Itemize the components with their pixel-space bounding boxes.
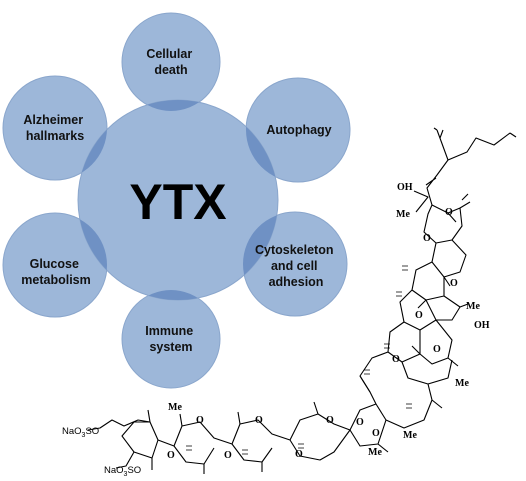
me-label-4: Me [368, 447, 382, 458]
petal-label-immune-system: Immune system [145, 324, 196, 354]
me-label-3: Me [403, 430, 417, 441]
oh-me-carbon [413, 190, 429, 213]
ytx-chemical-structure [87, 127, 517, 474]
me-label-2: Me [455, 378, 469, 389]
me-top-label: Me [396, 209, 410, 220]
o-label-8: O [326, 415, 334, 426]
methyl-ticks [147, 212, 469, 474]
ring-ab [423, 193, 471, 278]
o-label-9: O [295, 449, 303, 460]
oh-top-label: OH [397, 182, 413, 193]
ring-terminal [87, 419, 175, 469]
petal-label-glucose-metabolism: Glucose metabolism [21, 257, 90, 287]
petal-label-autophagy: Autophagy [266, 123, 331, 137]
o-label-12: O [196, 415, 204, 426]
side-chain [425, 129, 511, 206]
ring-g [359, 359, 453, 429]
ring-hi [173, 403, 387, 465]
o-label-6: O [356, 417, 364, 428]
o-label-3: O [415, 310, 423, 321]
o-label-1: O [423, 233, 431, 244]
o-label-5: O [392, 354, 400, 365]
petal-label-cellular-death: Cellular death [146, 47, 195, 77]
sulfate-label-1: NaO3SO [62, 426, 99, 439]
ring-cd [399, 261, 461, 331]
petal-circle-cellular-death [121, 12, 221, 112]
o-label-14: O [445, 207, 453, 218]
me-label-5: Me [168, 402, 182, 413]
oh-right-label: OH [474, 320, 490, 331]
petal-circle-alzheimer [2, 75, 108, 181]
petal-circle-immune-system [121, 289, 221, 389]
o-label-7: O [372, 428, 380, 439]
petal-label-cytoskeleton: Cytoskeleton and cell adhesion [255, 243, 337, 289]
o-label-11: O [224, 450, 232, 461]
petal-label-alzheimer: Alzheimer hallmarks [23, 113, 86, 143]
o-label-2: O [450, 278, 458, 289]
center-label: YTX [129, 174, 226, 230]
me-label-1: Me [466, 301, 480, 312]
structure-labels: OH Me O O Me OH O O O Me O Me O Me O O O… [62, 182, 490, 478]
hashed-bonds [186, 265, 412, 455]
o-label-13: O [167, 450, 175, 461]
sulfate-label-2: NaO3SO [104, 465, 141, 478]
petal-circles [2, 12, 351, 389]
o-label-4: O [433, 344, 441, 355]
o-label-10: O [255, 415, 263, 426]
